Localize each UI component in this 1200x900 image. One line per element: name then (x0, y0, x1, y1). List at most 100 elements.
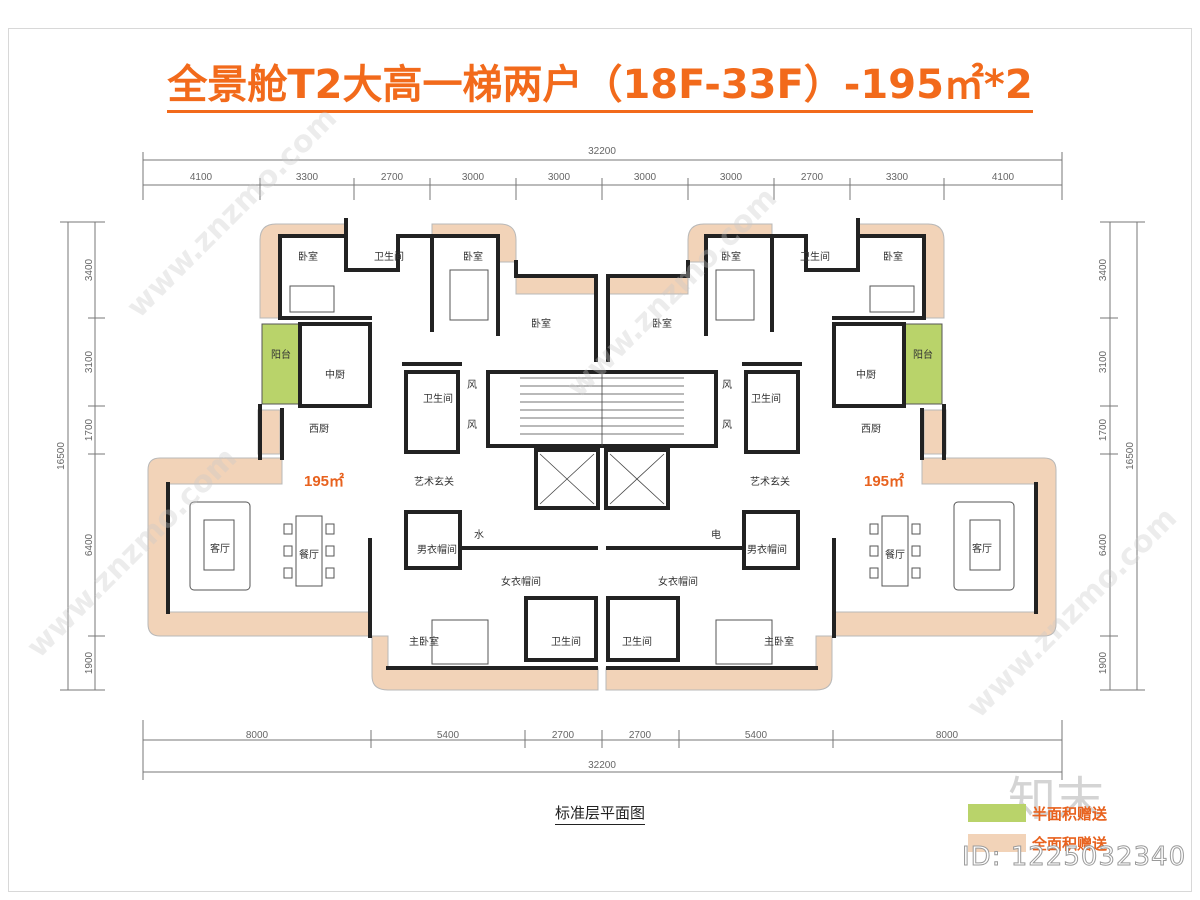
drawing-frame (8, 28, 1192, 892)
room-label-art-foyer: 艺术玄关 (750, 475, 790, 488)
full-area-gift-zones (147, 223, 1057, 691)
room-label-bedroom: 卧室 (652, 317, 672, 330)
room-label-master-bedroom: 主卧室 (764, 635, 794, 648)
dim-label: 6400 (84, 533, 95, 556)
half-area-gift-zones (261, 323, 943, 405)
dim-label: 2700 (629, 730, 652, 741)
dim-label: 3000 (462, 172, 485, 183)
right-balcony (903, 323, 943, 405)
dim-label: 5400 (745, 730, 768, 741)
top-right-bedroom-terrace (857, 223, 945, 319)
room-label-wind: 风 (467, 419, 477, 431)
room-label-living: 客厅 (210, 542, 230, 555)
room-label-women-closet: 女衣帽间 (501, 575, 541, 588)
room-label-bathroom: 卫生间 (374, 250, 404, 263)
room-label-bedroom: 卧室 (531, 317, 551, 330)
legend-swatch (968, 834, 1026, 852)
dim-label: 3000 (634, 172, 657, 183)
dim-label: 2700 (801, 172, 824, 183)
room-label-balcony: 阳台 (271, 348, 291, 361)
dim-label: 1700 (1098, 418, 1109, 441)
bottom-dimension-lines (142, 720, 1063, 780)
dim-label: 1900 (1098, 651, 1109, 674)
right-unit-area: 195㎡ (864, 472, 904, 490)
room-label-master-bedroom: 主卧室 (409, 635, 439, 648)
dim-label: 5400 (437, 730, 460, 741)
left-dimension-lines (60, 221, 105, 691)
dim-label: 1700 (84, 418, 95, 441)
dim-label: 3400 (84, 258, 95, 281)
top-center-left-terrace (515, 275, 597, 295)
left-total-dimension: 16500 (56, 442, 67, 470)
room-label-bedroom: 卧室 (883, 250, 903, 263)
legend-item-full-area: 全面积赠送 (968, 828, 1107, 858)
left-living-furniture (189, 501, 335, 591)
room-label-chinese-kitchen: 中厨 (325, 368, 345, 381)
right-segment-dimensions: 3400 3100 1700 6400 1900 16500 (1098, 258, 1136, 674)
room-label-bedroom: 卧室 (298, 250, 318, 263)
room-label-wind: 风 (722, 419, 732, 431)
room-label-dining: 餐厅 (299, 548, 319, 561)
room-label-bedroom: 卧室 (721, 250, 741, 263)
left-unit-area: 195㎡ (304, 472, 344, 490)
room-label-dining: 餐厅 (885, 548, 905, 561)
room-label-water: 水 (474, 529, 484, 541)
room-label-balcony: 阳台 (913, 348, 933, 361)
room-label-wind: 风 (467, 379, 477, 391)
room-label-electric: 电 (711, 528, 721, 541)
room-label-living: 客厅 (972, 542, 992, 555)
room-label-art-foyer: 艺术玄关 (414, 475, 454, 488)
dim-label: 3000 (548, 172, 571, 183)
room-label-bathroom: 卫生间 (751, 392, 781, 405)
top-left-bedroom-terrace (259, 223, 347, 319)
right-total-dimension: 16500 (1125, 442, 1136, 470)
dim-label: 2700 (552, 730, 575, 741)
bottom-total-dimension: 32200 (588, 760, 616, 771)
top-segment-dimensions: 4100 3300 2700 3000 3000 3000 3000 2700 … (190, 172, 1015, 183)
elevators (539, 453, 665, 505)
dim-label: 3000 (720, 172, 743, 183)
id-watermark: ID: 1225032340 (961, 842, 1187, 873)
right-dimension-lines (1100, 221, 1145, 691)
legend-swatch (968, 804, 1026, 822)
legend-label: 半面积赠送 (1032, 804, 1108, 823)
bedroom-furniture (289, 269, 915, 665)
room-label-women-closet: 女衣帽间 (658, 575, 698, 588)
dim-label: 4100 (190, 172, 213, 183)
legend: 半面积赠送 全面积赠送 (968, 798, 1107, 858)
left-balcony (261, 323, 301, 405)
room-label-bathroom: 卫生间 (551, 635, 581, 648)
dim-label: 8000 (246, 730, 269, 741)
room-label-bathroom: 卫生间 (622, 635, 652, 648)
room-label-bedroom: 卧室 (463, 250, 483, 263)
dim-label: 1900 (84, 651, 95, 674)
top-dimension-lines (142, 152, 1063, 200)
right-living-furniture (869, 501, 1015, 591)
room-label-western-kitchen: 西厨 (309, 423, 329, 435)
bottom-segment-dimensions: 8000 5400 2700 2700 5400 8000 (246, 730, 959, 741)
dim-label: 3300 (886, 172, 909, 183)
room-label-men-closet: 男衣帽间 (417, 543, 457, 556)
room-label-wind: 风 (722, 379, 732, 391)
dim-label: 3100 (84, 350, 95, 373)
room-label-bathroom: 卫生间 (423, 392, 453, 405)
room-label-chinese-kitchen: 中厨 (856, 368, 876, 381)
page-title: 全景舱T2大高一梯两户（18F-33F）-195㎡*2 (0, 52, 1200, 113)
room-label-bathroom: 卫生间 (800, 250, 830, 263)
dim-label: 3300 (296, 172, 319, 183)
room-label-western-kitchen: 西厨 (861, 423, 881, 435)
top-total-dimension: 32200 (588, 146, 616, 157)
legend-label: 全面积赠送 (1032, 834, 1108, 853)
walls (166, 218, 1038, 670)
dim-label: 2700 (381, 172, 404, 183)
dim-label: 8000 (936, 730, 959, 741)
plan-caption: 标准层平面图 (0, 802, 1200, 825)
room-label-men-closet: 男衣帽间 (747, 543, 787, 556)
legend-item-half-area: 半面积赠送 (968, 798, 1107, 828)
room-labels: 卧室 卫生间 卧室 卧室 卧室 卧室 卫生间 卧室 阳台 中厨 中厨 阳台 西厨… (210, 250, 992, 648)
dim-label: 3400 (1098, 258, 1109, 281)
left-segment-dimensions: 3400 3100 1700 6400 1900 16500 (56, 258, 95, 674)
dim-label: 3100 (1098, 350, 1109, 373)
dim-label: 4100 (992, 172, 1015, 183)
